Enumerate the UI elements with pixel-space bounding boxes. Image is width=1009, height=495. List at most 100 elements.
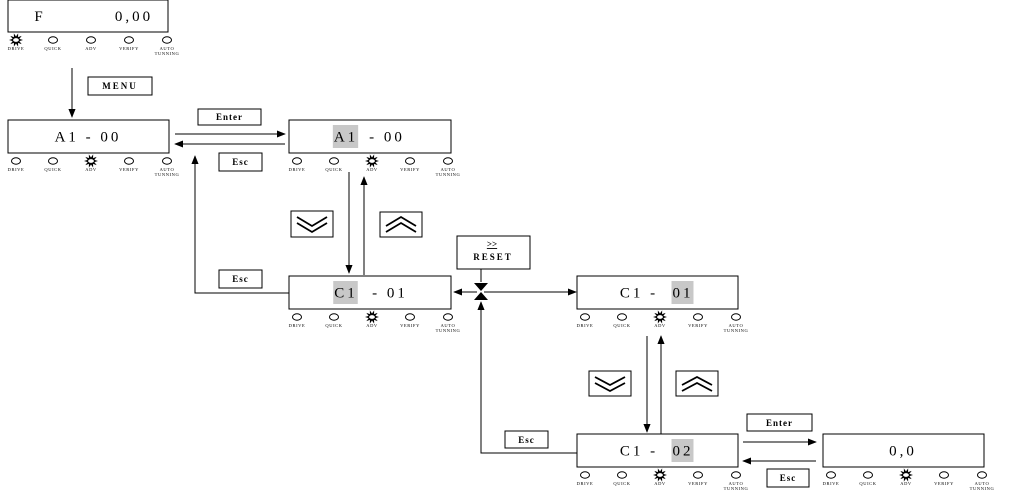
led-icon	[48, 157, 58, 165]
display-text: - 00	[369, 130, 405, 146]
led-icon	[405, 313, 415, 321]
led-label: TUNNING	[724, 328, 749, 333]
led-icon	[48, 36, 58, 44]
menu-button[interactable]: MENU	[87, 76, 153, 96]
up-key-upper[interactable]	[379, 211, 423, 238]
led-icon	[693, 471, 703, 479]
display-frame	[576, 275, 739, 310]
led-label: DRIVE	[289, 167, 306, 172]
led-label: TUNNING	[436, 328, 461, 333]
display-text: C1 -	[620, 286, 658, 302]
led-icon	[617, 313, 627, 321]
led-label: AUTO	[160, 46, 175, 51]
led-label: ADV	[366, 167, 378, 172]
led-icon	[443, 313, 453, 321]
led-icon	[977, 471, 987, 479]
display-text: 0,0	[889, 444, 917, 460]
arrow-esc-c102-to-c1	[477, 301, 577, 454]
led-icon	[162, 36, 172, 44]
led-label: ADV	[654, 323, 666, 328]
led-icon	[292, 313, 302, 321]
cursor-highlight	[332, 125, 359, 148]
led-label: AUTO	[729, 481, 744, 486]
led-label: DRIVE	[577, 323, 594, 328]
display-text: 02	[673, 444, 694, 460]
chevron-up-icon	[385, 215, 417, 233]
display-frame	[576, 433, 739, 468]
display-text: C1 -	[620, 444, 658, 460]
down-key-lower[interactable]	[588, 370, 632, 397]
led-label: QUICK	[44, 167, 61, 172]
arrow-esc-c1-to-a1	[191, 155, 289, 294]
esc-button-bottom[interactable]: Esc	[504, 430, 549, 449]
reset-button[interactable]: >> RESET	[456, 235, 531, 270]
esc-button-left[interactable]: Esc	[218, 269, 263, 289]
led-label: AUTO	[160, 167, 175, 172]
up-key-lower[interactable]	[675, 370, 719, 397]
led-icon	[329, 313, 339, 321]
display-text: C1	[334, 286, 358, 302]
enter-button-bottom[interactable]: Enter	[746, 413, 813, 432]
led-label: AUTO	[441, 167, 456, 172]
led-label: ADV	[654, 481, 666, 486]
menu-button-label: MENU	[102, 81, 138, 91]
led-icon	[368, 314, 376, 320]
led-label: DRIVE	[8, 167, 25, 172]
led-icon	[443, 157, 453, 165]
led-icon	[731, 313, 741, 321]
led-label: DRIVE	[289, 323, 306, 328]
led-icon	[863, 471, 873, 479]
led-icon	[292, 157, 302, 165]
led-label: TUNNING	[155, 51, 180, 56]
reset-button-shift-label: >>	[487, 239, 497, 249]
display-frame	[288, 275, 452, 310]
led-label: QUICK	[44, 46, 61, 51]
led-label: QUICK	[325, 323, 342, 328]
enter-button-top[interactable]: Enter	[197, 108, 262, 126]
chevron-up-icon	[681, 375, 713, 392]
led-icon	[87, 158, 95, 164]
enter-button-bottom-label: Enter	[766, 418, 793, 428]
display-frame	[7, 0, 169, 33]
reset-button-label: RESET	[473, 252, 513, 262]
led-icon	[826, 471, 836, 479]
led-icon	[617, 471, 627, 479]
led-label: TUNNING	[436, 172, 461, 177]
led-icon	[693, 313, 703, 321]
led-label: VERIFY	[400, 167, 420, 172]
led-label: ADV	[366, 323, 378, 328]
led-label: VERIFY	[934, 481, 954, 486]
cursor-highlight	[671, 281, 694, 304]
esc-button-bottom-right[interactable]: Esc	[766, 468, 810, 488]
display-text: A1 - 00	[55, 130, 122, 146]
led-label: VERIFY	[688, 323, 708, 328]
led-label: QUICK	[613, 323, 630, 328]
led-label: ADV	[900, 481, 912, 486]
led-label: AUTO	[441, 323, 456, 328]
led-label: TUNNING	[724, 486, 749, 491]
led-icon	[580, 313, 590, 321]
display-frame	[7, 119, 170, 154]
led-icon	[902, 472, 910, 478]
led-label: QUICK	[613, 481, 630, 486]
down-key-upper[interactable]	[290, 210, 334, 238]
led-icon	[124, 36, 134, 44]
led-icon	[329, 157, 339, 165]
display-text: - 01	[372, 286, 408, 302]
led-label: VERIFY	[400, 323, 420, 328]
led-label: AUTO	[975, 481, 990, 486]
led-label: DRIVE	[577, 481, 594, 486]
display-text: F	[34, 9, 45, 25]
esc-button-top[interactable]: Esc	[218, 152, 263, 172]
led-label: VERIFY	[688, 481, 708, 486]
